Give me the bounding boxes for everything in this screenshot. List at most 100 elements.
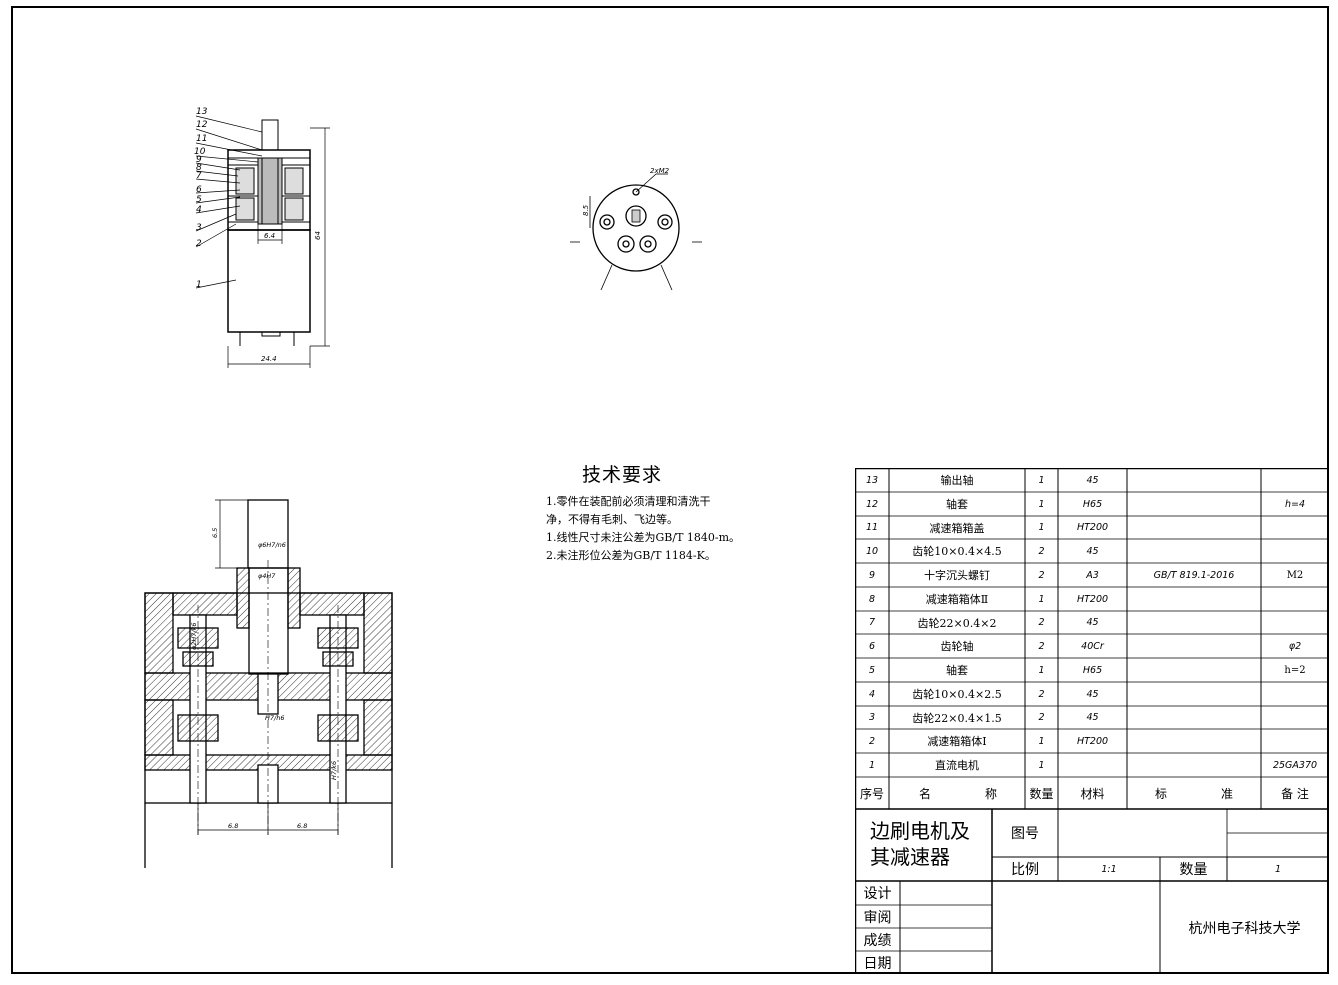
balloon-10: 10 (194, 147, 206, 157)
balloon-7: 7 (196, 171, 202, 181)
bom-qty: 1 (1038, 593, 1045, 605)
header-name-b: 称 (984, 786, 997, 801)
quantity-value: 1 (1274, 863, 1282, 875)
end-view: 2xM2 8.5 (570, 167, 702, 291)
bom-note (1261, 611, 1329, 634)
bom-material: 45 (1086, 474, 1099, 486)
header-standard-a: 标 (1154, 786, 1167, 801)
bom-name: 齿轮22×0.4×2 (917, 616, 997, 630)
bom-name: 输出轴 (940, 474, 974, 487)
balloon-12: 12 (196, 120, 208, 130)
bom-qty: 2 (1038, 640, 1045, 652)
scale-label: 比例 (1011, 862, 1039, 878)
bom-qty: 1 (1038, 735, 1045, 747)
title-block-grid (855, 468, 1329, 974)
bom-qty: 2 (1038, 545, 1045, 557)
drawing-title-line-2: 其减速器 (870, 844, 950, 869)
header-no: 序号 (859, 786, 884, 801)
bom-note: 25GA370 (1272, 759, 1318, 771)
bom-note: h=2 (1284, 664, 1306, 676)
bom-qty: 2 (1038, 617, 1045, 628)
dim-8-5: 8.5 (582, 204, 590, 216)
fit-2h7-k6: φ2H7/k6 (190, 622, 198, 650)
header-standard-b: 准 (1220, 786, 1233, 801)
balloon-1: 1 (196, 280, 202, 290)
bom-material: H65 (1082, 498, 1103, 510)
bom-material: H65 (1082, 664, 1103, 676)
bom-name: 十字沉头螺钉 (924, 569, 990, 582)
bom-note (1261, 468, 1329, 492)
tech-line-1: 1.零件在装配前必须清理和清洗干 (546, 495, 711, 508)
title-block: 13 输出轴 1 45 12 轴套 1 H65 h=4 11 减速箱箱盖 1 H… (855, 468, 1329, 974)
bom-name: 轴套 (946, 664, 968, 677)
bom-no: 12 (865, 498, 879, 510)
bom-name: 齿轮10×0.4×2.5 (912, 688, 1002, 701)
balloon-6: 6 (196, 185, 202, 195)
bom-qty: 2 (1038, 688, 1045, 700)
bom-standard (1127, 492, 1261, 516)
bom-note: h=4 (1284, 498, 1306, 510)
bom-material: HT200 (1076, 522, 1109, 533)
balloon-13: 13 (196, 107, 208, 117)
bom-standard (1127, 468, 1261, 492)
bom-material: 40Cr (1081, 640, 1104, 652)
bom-standard (1127, 516, 1261, 539)
bom-no: 9 (868, 569, 876, 581)
thread-label: 2xM2 (650, 167, 670, 175)
bom-qty: 1 (1038, 498, 1045, 510)
balloon-3: 3 (196, 223, 202, 233)
fit-6h7-n6: φ6H7/n6 (258, 541, 286, 549)
bom-no: 11 (865, 522, 879, 533)
bom-material: HT200 (1076, 735, 1109, 747)
bom-name: 齿轮22×0.4×1.5 (912, 711, 1002, 725)
bom-no: 10 (865, 545, 879, 557)
parts-view: 13 12 11 10 9 8 7 6 5 4 3 2 1 6.4 24.4 6… (194, 107, 330, 368)
bom-no: 5 (868, 664, 876, 676)
bom-name: 轴套 (946, 498, 968, 511)
scale-value: 1:1 (1101, 863, 1117, 875)
bom-no: 2 (868, 735, 876, 747)
school-name: 杭州电子科技大学 (1188, 920, 1301, 937)
dim-total-width: 24.4 (261, 355, 277, 363)
bom-standard (1127, 587, 1261, 611)
balloon-4: 4 (196, 205, 202, 215)
bom-name: 齿轮轴 (940, 640, 974, 653)
bom-note (1261, 587, 1329, 611)
fit-4h7: φ4H7 (258, 572, 276, 580)
bom-no: 7 (868, 617, 876, 628)
bom-standard: GB/T 819.1-2016 (1153, 569, 1235, 581)
quantity-label: 数量 (1179, 862, 1208, 878)
bom-material: 45 (1086, 688, 1099, 700)
bom-note (1261, 729, 1329, 753)
section-view: 6.5 φ6H7/n6 φ4H7 φ2H7/k6 H7/h6 H7/k6 6.8… (144, 499, 393, 868)
bom-qty: 1 (1038, 474, 1045, 486)
bom-material: 45 (1086, 545, 1099, 557)
bom-qty: 2 (1038, 569, 1045, 581)
bom-material: 45 (1086, 617, 1099, 628)
bom-note (1261, 539, 1329, 563)
bom-standard (1127, 682, 1261, 706)
tech-line-3: 1.线性尺寸未注公差为GB/T 1840-m。 (546, 531, 741, 544)
bom-no: 6 (868, 640, 876, 652)
dim-6-5: 6.5 (211, 528, 219, 538)
header-note: 备 注 (1281, 786, 1309, 801)
bom-standard (1127, 706, 1261, 729)
bom-no: 4 (868, 688, 876, 700)
drawing-no-label: 图号 (1011, 826, 1039, 842)
bom-material: 45 (1086, 712, 1099, 723)
balloon-11: 11 (196, 134, 207, 144)
date-label: 日期 (863, 955, 892, 972)
technical-requirements: 技术要求 1.零件在装配前必须清理和清洗干 净，不得有毛刺、飞边等。 1.线性尺… (546, 460, 846, 565)
bom-name: 减速箱箱体Ⅰ (927, 735, 987, 748)
dim-center-width: 6.4 (264, 232, 275, 240)
bom-note (1261, 706, 1329, 729)
bom-qty: 1 (1038, 664, 1045, 676)
bom-no: 3 (868, 712, 876, 723)
bom-name: 齿轮10×0.4×4.5 (912, 545, 1002, 558)
review-label: 审阅 (863, 909, 892, 926)
dim-6-8-right: 6.8 (297, 822, 307, 830)
header-qty: 数量 (1029, 786, 1054, 801)
bom-material: HT200 (1076, 593, 1109, 605)
balloon-8: 8 (196, 163, 202, 173)
